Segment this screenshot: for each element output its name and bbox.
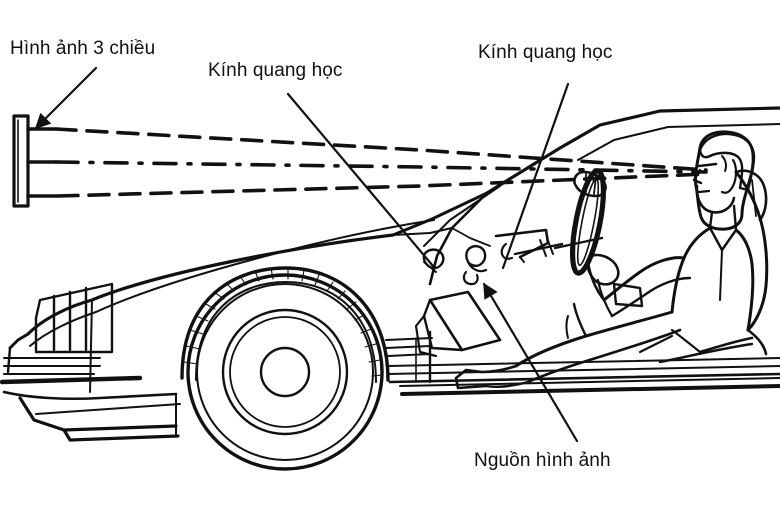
seat-back [734,170,769,332]
front-wheel-arch [180,266,390,382]
headrest [734,169,768,222]
driver-collar [708,226,738,252]
driver-cuff [612,282,644,308]
driver-foot [454,368,488,390]
seat-cushion-front [428,290,502,352]
leader-optic-2 [501,82,570,270]
tire-outer [186,273,384,471]
driver-head [694,130,755,231]
leader-hologram [34,66,98,130]
driver-torso-front [670,226,712,314]
tire-inner [196,283,374,461]
front-bumper-strip [0,375,143,385]
front-wheel [186,273,384,471]
leader-lines [34,66,579,443]
headlight-housing [34,282,114,354]
driver-figure [414,130,769,390]
driver-eye-line [697,162,718,168]
driver-hair [698,132,756,192]
virtual-image-plane [12,114,60,208]
ray-axis-dash-dot [54,160,708,174]
optical-ray-bundle [54,127,708,198]
leader-source [482,282,579,443]
driver-mouth [697,189,711,194]
driver-nose [692,168,703,185]
driver-hand-upper [573,170,607,198]
leader-optic-1 [286,92,435,268]
driver-hand-lower [585,253,620,286]
label-image-source: Nguồn hình ảnh [474,450,611,471]
driver-upper-arm [602,256,686,302]
label-optic-upper: Kính quang học [208,60,343,81]
ray-lower-dashed [56,172,708,198]
rim-inner [229,316,341,428]
steering-wheel-rim [569,168,607,276]
label-optic-right: Kính quang học [478,42,613,63]
fold-mirror [465,245,487,267]
seat-base-top [698,336,754,354]
rim-outer [221,308,349,436]
label-hologram: Hình ảnh 3 chiều [10,38,156,59]
wheel-hub [259,346,311,398]
car-body-outline [0,106,780,442]
image-source-unit [462,270,479,286]
